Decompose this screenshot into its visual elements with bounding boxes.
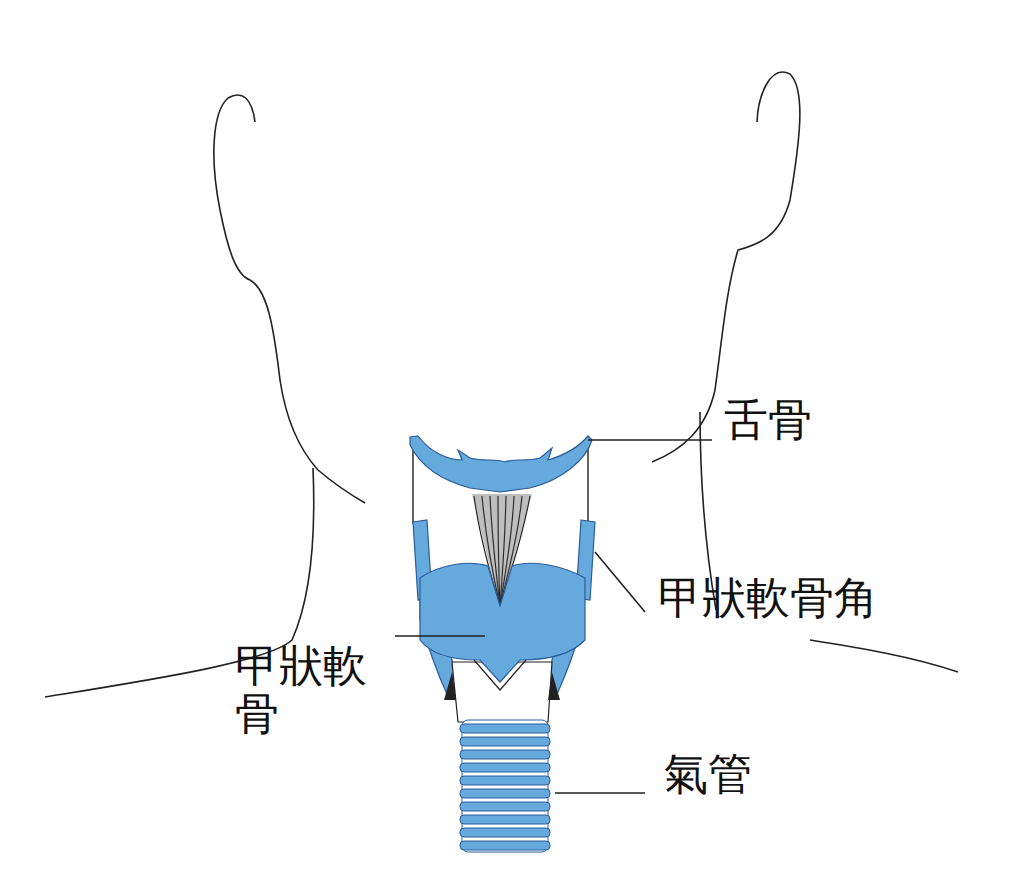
- trachea-ring: [460, 789, 550, 798]
- membrane-edge: [412, 448, 413, 524]
- left-head-line: [214, 95, 365, 503]
- leader-line: [595, 552, 645, 612]
- trachea-ring: [460, 828, 550, 837]
- head-outline: [45, 72, 958, 697]
- part-label: 氣管: [664, 750, 752, 798]
- leader-line: [395, 635, 485, 637]
- hyoid-bone: [410, 436, 592, 492]
- trachea-ring: [460, 750, 550, 759]
- trachea-ring: [460, 763, 550, 772]
- trachea-ring: [460, 737, 550, 746]
- trachea-ring: [460, 802, 550, 811]
- trachea: [460, 720, 550, 852]
- thyroid-cartilage: [420, 563, 585, 682]
- leader-line: [588, 439, 712, 441]
- part-label: 甲狀軟骨角: [658, 574, 878, 622]
- cricoid-arch: [474, 660, 526, 690]
- part-label: 甲狀軟骨: [235, 642, 369, 739]
- trachea-ring: [460, 815, 550, 824]
- part-label: 舌骨: [724, 396, 812, 444]
- trachea-ring: [460, 724, 550, 733]
- right-shoulder-line: [810, 640, 958, 672]
- trachea-ring: [460, 776, 550, 785]
- membrane-edge: [587, 448, 588, 524]
- leader-line: [555, 792, 645, 794]
- trachea-ring: [460, 841, 550, 850]
